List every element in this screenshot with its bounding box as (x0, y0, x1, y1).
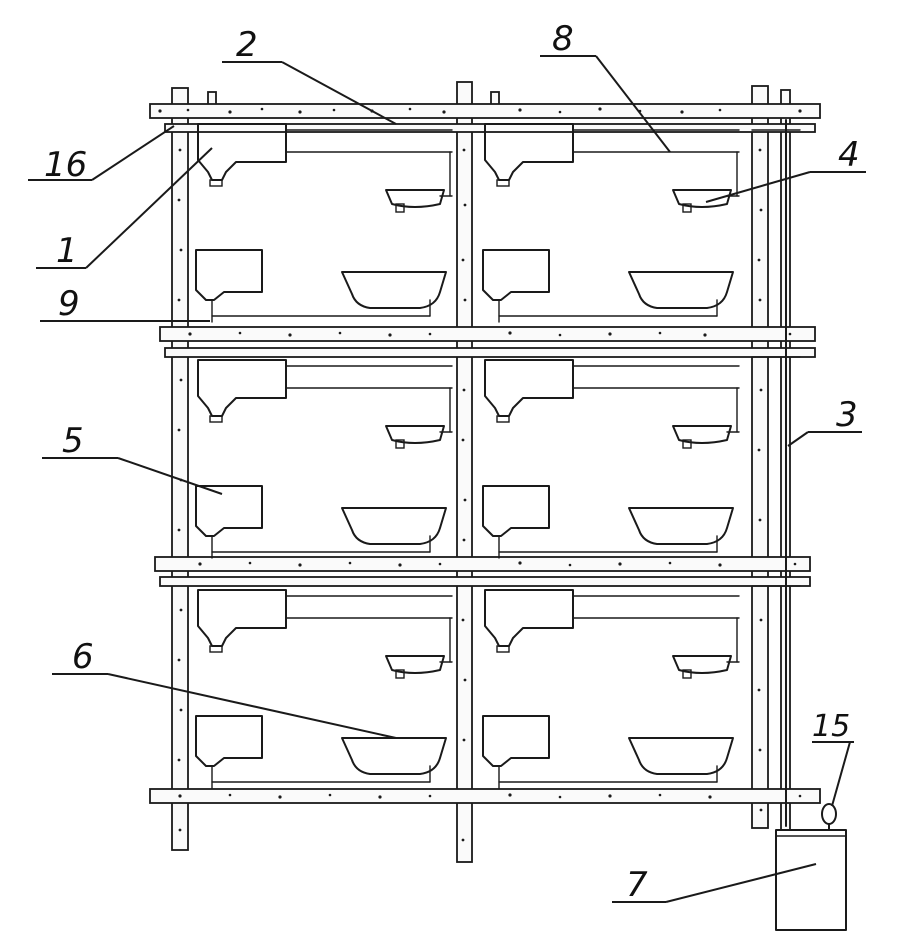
label-4: 4 (838, 135, 860, 175)
callout-labels: 2 8 16 4 1 9 3 5 6 15 7 (44, 19, 860, 905)
upper-feeder-hopper (197, 123, 287, 181)
middle-post (456, 81, 473, 863)
lower-feeder-box (195, 249, 263, 301)
drinker-cup (672, 189, 732, 208)
vertical-posts (171, 81, 791, 863)
feed-trough (341, 737, 447, 775)
left-post (171, 87, 189, 851)
label-7: 7 (626, 865, 648, 905)
label-3: 3 (836, 395, 858, 435)
drinker-nipple (682, 203, 692, 213)
drinker-nipple (395, 669, 405, 679)
label-5: 5 (62, 421, 84, 461)
upper-feeder-hopper (484, 123, 574, 181)
top-water-rail (164, 123, 816, 133)
tier-1-rail (164, 347, 816, 358)
leader-4-diag (705, 171, 811, 203)
lower-feeder-box (195, 715, 263, 767)
drinker-cup (385, 425, 445, 444)
label-15: 15 (812, 709, 850, 744)
feed-trough (341, 507, 447, 545)
drinker-cup (385, 655, 445, 674)
tier-2-beam (154, 556, 811, 572)
hopper-outlet (496, 415, 510, 423)
hopper-outlet (209, 645, 223, 653)
label-6: 6 (72, 637, 94, 677)
upper-feeder-hopper (484, 359, 574, 417)
leader-6-diag (107, 673, 397, 739)
pump (821, 803, 837, 825)
upper-feeder-hopper (197, 359, 287, 417)
upper-feeder-hopper (484, 589, 574, 647)
label-9: 9 (58, 284, 80, 324)
label-2: 2 (236, 25, 258, 65)
lower-feeder-box (482, 249, 550, 301)
cage-module-1-2 (482, 123, 740, 323)
cage-module-1-1 (195, 123, 453, 323)
tier-1-beam (159, 326, 816, 342)
cage-modules (195, 123, 740, 789)
leader-3-diag (787, 431, 809, 447)
drinker-nipple (682, 669, 692, 679)
leader-15-diag (831, 741, 851, 807)
drinker-nipple (395, 439, 405, 449)
leader-16-diag (91, 125, 175, 181)
drinker-nipple (395, 203, 405, 213)
horizontal-beams (149, 103, 821, 804)
hopper-outlet (209, 415, 223, 423)
cage-module-3-2 (482, 589, 740, 789)
leader-8-diag (595, 55, 671, 153)
frame-texture (158, 107, 802, 842)
leader-1-diag (85, 147, 213, 269)
lower-feeder-box (195, 485, 263, 537)
leader-7-diag (665, 863, 817, 903)
feed-trough (628, 507, 734, 545)
bottom-beam (149, 788, 821, 804)
feed-trough (341, 271, 447, 309)
cage-module-3-1 (195, 589, 453, 789)
upper-feeder-hopper (197, 589, 287, 647)
feed-trough (628, 271, 734, 309)
top-beam (149, 103, 821, 119)
cage-module-2-2 (482, 359, 740, 559)
hopper-outlet (496, 179, 510, 187)
feed-trough (628, 737, 734, 775)
cage-module-2-1 (195, 359, 453, 559)
right-post (751, 85, 769, 829)
hopper-outlet (496, 645, 510, 653)
lower-feeder-box (482, 485, 550, 537)
hopper-outlet (209, 179, 223, 187)
label-8: 8 (552, 19, 574, 59)
leader-lines (28, 55, 866, 903)
label-16: 16 (44, 145, 87, 185)
drinker-cup (672, 425, 732, 444)
lower-feeder-box (482, 715, 550, 767)
leader-5-diag (117, 457, 223, 495)
water-supply (751, 119, 847, 931)
water-tank (775, 829, 847, 931)
drinker-cup (672, 655, 732, 674)
drinker-nipple (682, 439, 692, 449)
drinker-cup (385, 189, 445, 208)
label-1: 1 (56, 231, 78, 271)
leader-2-diag (281, 61, 397, 125)
tier-2-rail (159, 576, 811, 587)
